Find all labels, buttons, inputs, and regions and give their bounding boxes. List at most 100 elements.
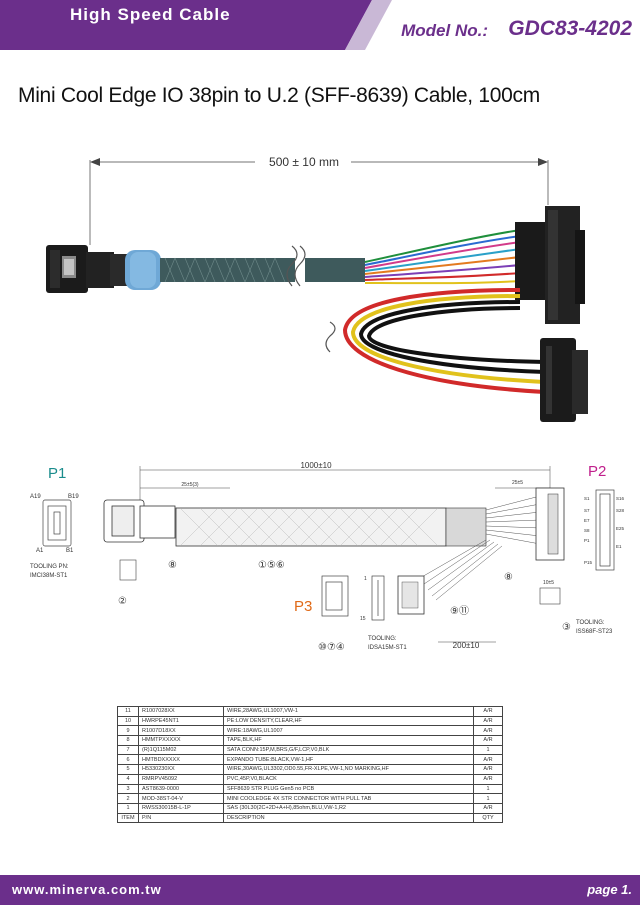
bom-qty: 1 xyxy=(473,793,503,804)
tooling-p3-line1: TOOLING: xyxy=(368,636,397,642)
bom-qty: A/R xyxy=(473,735,503,746)
tooling-p1-line1: TOOLING PN: xyxy=(30,564,69,570)
bom-qty: A/R xyxy=(473,706,503,717)
bom-description: TAPE,BLK,HF xyxy=(223,735,474,746)
balloon-1-5-6: ①⑤⑥ xyxy=(258,560,285,571)
header-band xyxy=(0,0,392,50)
bom-part-number: RWSS30015B-L-1P xyxy=(138,802,224,814)
page-title: Mini Cool Edge IO 38pin to U.2 (SFF-8639… xyxy=(18,84,540,107)
bom-item: 9 xyxy=(117,725,139,737)
sata-power-connector xyxy=(540,338,588,422)
bom-qty: A/R xyxy=(473,773,503,785)
dim-right: 25±5 xyxy=(512,480,523,486)
p3-pin-1: 1 xyxy=(364,576,367,582)
bom-item: 3 xyxy=(117,783,139,795)
bom-part-number: AST8639-0000 xyxy=(138,783,224,795)
bom-description: EXPANDO TUBE:BLACK,VW-1,HF xyxy=(223,754,474,766)
bom-qty: 1 xyxy=(473,783,503,795)
bom-part-number: RMRPV45092 xyxy=(138,773,224,785)
bom-description: PVC,45P,V0,BLACK xyxy=(223,773,474,785)
bom-qty: A/R xyxy=(473,764,503,775)
tooling-p3-line2: IDSA15M-ST1 xyxy=(368,645,407,651)
bom-description: PE:LOW DENSITY,CLEAR,HF xyxy=(223,715,474,727)
footer-bar: www.minerva.com.tw page 1. xyxy=(0,875,640,905)
balloon-2: ② xyxy=(118,596,127,607)
length-label: 500 ± 10 mm xyxy=(269,155,339,169)
tooling-p2-line1: TOOLING: xyxy=(576,620,605,626)
bom-description: WIRE,30AWG,UL3302,OD0.55,FR-XLPE,VW-1,NO… xyxy=(223,764,474,775)
bom-part-number: H5330230XX xyxy=(138,764,224,775)
bom-item: 4 xyxy=(117,773,139,785)
pin-b1: B1 xyxy=(66,548,74,554)
p2-pin-p1: P1 xyxy=(584,538,590,543)
p3-label: P3 xyxy=(294,598,312,615)
bom-item: 2 xyxy=(117,793,139,804)
bom-part-number: (R)1Q115M02 xyxy=(138,744,224,756)
technical-drawing: P1 P2 P3 A19 B19 A1 B1 TOOLING PN: IMCI3… xyxy=(30,461,625,653)
model-number: GDC83-4202 xyxy=(508,17,632,40)
bom-description: SAS (30L30(2C+2D+A+H),85ohm,BLU,VW-1,R2 xyxy=(223,802,474,814)
bom-part-number: HMMTPXXXXX xyxy=(138,735,224,746)
p1-pinout-view xyxy=(42,499,72,547)
bom-item: 10 xyxy=(117,715,139,727)
bom-description: WIRE,28AWG,UL1007,VW-1 xyxy=(223,706,474,717)
header-purple-banner xyxy=(0,0,372,50)
dim-branch: 200±10 xyxy=(453,641,480,650)
bom-description: SATA CONN:15P,M,BRS,G/F,LCP,V0,BLK xyxy=(223,744,474,756)
u2-sff8639-connector xyxy=(515,206,585,324)
dim-total: 1000±10 xyxy=(300,461,332,470)
section-label: High Speed Cable xyxy=(70,5,231,24)
bom-item: 6 xyxy=(117,754,139,766)
bom-qty: A/R xyxy=(473,715,503,727)
p2-pin-e1: E1 xyxy=(616,544,622,549)
bom-qty: A/R xyxy=(473,754,503,766)
bom-part-number: R1007028XX xyxy=(138,706,224,717)
bom-qty: QTY xyxy=(473,812,503,824)
balloon-10-7-4: ⑩⑦④ xyxy=(318,642,345,653)
bom-item: ITEM xyxy=(117,812,139,824)
bom-part-number: HMTBDXXXXX xyxy=(138,754,224,766)
balloon-8-left: ⑧ xyxy=(168,560,177,571)
bom-item: 8 xyxy=(117,735,139,746)
p2-pin-s28: S28 xyxy=(616,508,625,513)
bom-part-number: HWRPE45NT1 xyxy=(138,715,224,727)
tooling-p1-line2: IMCI38M-ST1 xyxy=(30,573,68,579)
p2-pinout-view xyxy=(595,489,615,571)
bom-description: DESCRIPTION xyxy=(223,812,474,824)
bom-description: MINI COOLEDGE 4X STR CONNECTOR WITH PULL… xyxy=(223,793,474,804)
dim-small: 10±5 xyxy=(543,580,554,586)
bom-qty: A/R xyxy=(473,725,503,737)
pin-b19: B19 xyxy=(68,494,79,500)
website-link[interactable]: www.minerva.com.tw xyxy=(12,882,162,897)
dim-left: 25±5(3) xyxy=(181,482,199,488)
balloon-8-right: ⑧ xyxy=(504,572,513,583)
bom-description: SFF8639 STR PLUG Gen5 no PCB xyxy=(223,783,474,795)
p2-pin-e25: E25 xyxy=(616,526,625,531)
pin-a1: A1 xyxy=(36,548,44,554)
p2-pin-s1: S1 xyxy=(584,496,590,501)
bom-part-number: P/N xyxy=(138,812,224,824)
p1-label: P1 xyxy=(48,465,66,482)
mini-cool-edge-connector xyxy=(46,245,128,293)
bom-description: WIRE:18AWG,UL1007 xyxy=(223,725,474,737)
balloon-3: ③ xyxy=(562,622,571,633)
tooling-p2-line2: ISS68F-ST23 xyxy=(576,629,613,635)
bom-item: 1 xyxy=(117,802,139,814)
page-number: page 1. xyxy=(587,882,632,897)
p2-pin-s7: S7 xyxy=(584,508,590,513)
p2-pin-e7: E7 xyxy=(584,518,590,523)
model-label: Model No.: xyxy=(401,21,488,40)
balloon-9-11: ⑨⑪ xyxy=(450,605,469,617)
bom-part-number: MOD-38ST-04-V xyxy=(138,793,224,804)
